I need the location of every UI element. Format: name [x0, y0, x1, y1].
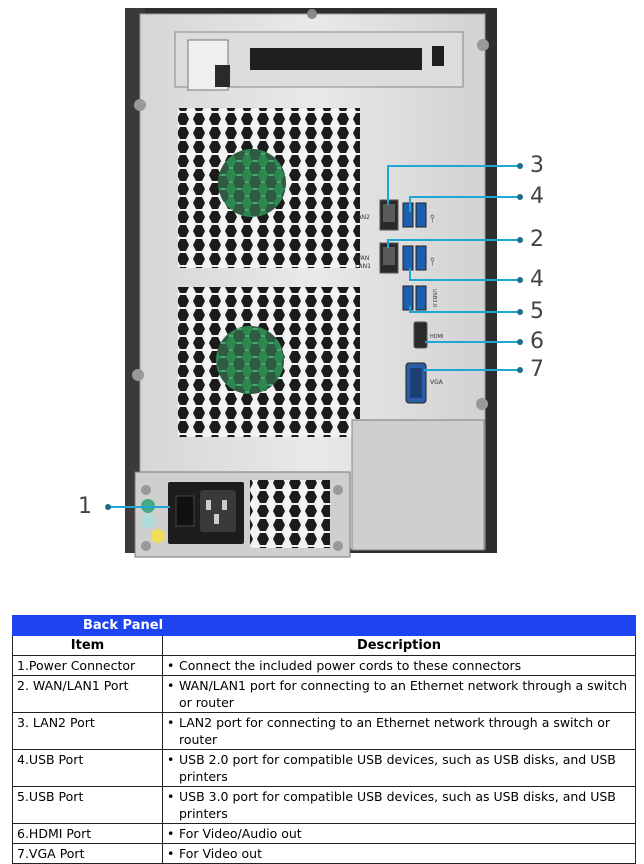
- row-description: • For Video/Audio out: [162, 823, 636, 844]
- table-row: 6.HDMI Port • For Video/Audio out: [12, 823, 636, 844]
- usb3-port-a-icon: [402, 285, 414, 311]
- row-description: • WAN/LAN1 port for connecting to an Ethe…: [162, 675, 636, 713]
- usb3-port-b-icon: [415, 285, 427, 311]
- bullet-icon: •: [167, 678, 175, 693]
- wan-chassis-label: WAN: [355, 255, 369, 262]
- row-description-text: USB 2.0 port for compatible USB devices,…: [179, 752, 616, 784]
- row-description: • USB 3.0 port for compatible USB devices…: [162, 786, 636, 824]
- callout-4-lower: 4: [530, 267, 544, 292]
- screw-right2-icon: [476, 398, 488, 410]
- callout-7: 7: [530, 357, 544, 382]
- row-description: • Connect the included power cords to the…: [162, 655, 636, 676]
- callout-4-upper: 4: [530, 184, 544, 209]
- row-description: • USB 2.0 port for compatible USB devices…: [162, 749, 636, 787]
- row-description-text: Connect the included power cords to thes…: [179, 658, 522, 673]
- hdmi-chassis-label: HDMI: [430, 334, 443, 340]
- callout-6: 6: [530, 329, 544, 354]
- bullet-icon: •: [167, 752, 175, 767]
- bullet-icon: •: [167, 826, 175, 841]
- usb-symbol-upper-icon: ⫯: [430, 212, 435, 225]
- callout-lines: [108, 165, 520, 508]
- row-description-text: WAN/LAN1 port for connecting to an Ether…: [179, 678, 628, 710]
- usb2-lower-port-a-icon: [402, 245, 414, 271]
- callout-1: 1: [78, 494, 92, 519]
- table-row: 7.VGA Port • For Video out: [12, 843, 636, 864]
- back-panel-illustration: LAN2 WAN LAN1 ⫯ ⫯ USB3.0 HDMI VGA: [105, 8, 523, 558]
- row-description-text: USB 3.0 port for compatible USB devices,…: [179, 789, 616, 821]
- callout-5: 5: [530, 299, 544, 324]
- screw-top-icon: [307, 9, 317, 19]
- fan-lower: [178, 287, 360, 437]
- power-switch-icon: [175, 495, 195, 527]
- screw-left2-icon: [132, 369, 144, 381]
- callout-dots: [105, 163, 523, 510]
- usb-symbol-lower-icon: ⫯: [430, 255, 435, 268]
- row-item: 5.USB Port: [12, 786, 163, 824]
- row-description: • LAN2 port for connecting to an Ethernet…: [162, 712, 636, 750]
- table-row: 3. LAN2 Port • LAN2 port for connecting t…: [12, 712, 636, 750]
- row-item: 1.Power Connector: [12, 655, 163, 676]
- callout-2: 2: [530, 227, 544, 252]
- usb2-upper-port-a-icon: [402, 202, 414, 228]
- column-header-description: Description: [162, 635, 636, 656]
- vga-chassis-label: VGA: [430, 379, 444, 386]
- usb3-chassis-label: USB3.0: [431, 289, 437, 307]
- usb2-lower-port-b-icon: [415, 245, 427, 271]
- back-panel-table: Back Panel Item Description 1.Power Conn…: [12, 615, 636, 864]
- table-title: Back Panel: [12, 615, 636, 636]
- fan-upper: [178, 108, 360, 268]
- power-connector-icon: [200, 490, 236, 532]
- row-item: 2. WAN/LAN1 Port: [12, 675, 163, 713]
- bullet-icon: •: [167, 715, 175, 730]
- table-row: 5.USB Port • USB 3.0 port for compatible …: [12, 786, 636, 824]
- row-item: 3. LAN2 Port: [12, 712, 163, 750]
- expansion-slot-opening: [250, 48, 422, 70]
- row-item: 4.USB Port: [12, 749, 163, 787]
- power-supply: [134, 471, 351, 558]
- screw-left-icon: [134, 99, 146, 111]
- column-header-item: Item: [12, 635, 163, 656]
- table-row: 2. WAN/LAN1 Port • WAN/LAN1 port for conn…: [12, 675, 636, 713]
- io-shield-lower: [351, 419, 485, 551]
- table-row: 4.USB Port • USB 2.0 port for compatible …: [12, 749, 636, 787]
- row-item: 6.HDMI Port: [12, 823, 163, 844]
- table-header-row: Item Description: [12, 635, 636, 656]
- row-description: • For Video out: [162, 843, 636, 864]
- lan2-chassis-label: LAN2: [354, 214, 370, 221]
- bullet-icon: •: [167, 846, 175, 861]
- row-description-text: For Video/Audio out: [179, 826, 302, 841]
- table-row: 1.Power Connector • Connect the included …: [12, 655, 636, 676]
- bullet-icon: •: [167, 658, 175, 673]
- table-title-row: Back Panel: [12, 615, 636, 636]
- row-item: 7.VGA Port: [12, 843, 163, 864]
- expansion-slot-screw-hole: [432, 46, 444, 66]
- callout-3: 3: [530, 153, 544, 178]
- hdmi-port-icon: [413, 321, 428, 349]
- lan1-chassis-label: LAN1: [355, 263, 371, 270]
- psu-fan-grille: [250, 480, 330, 548]
- row-description-text: For Video out: [179, 846, 262, 861]
- row-description-text: LAN2 port for connecting to an Ethernet …: [179, 715, 610, 747]
- bullet-icon: •: [167, 789, 175, 804]
- usb2-upper-port-b-icon: [415, 202, 427, 228]
- expansion-slot-latch: [215, 65, 230, 87]
- screw-right-icon: [477, 39, 489, 51]
